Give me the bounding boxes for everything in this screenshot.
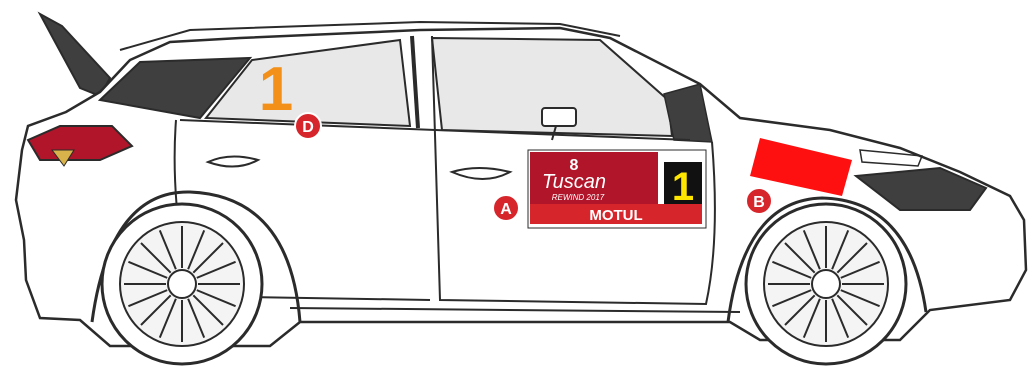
- plate-event-name: Tuscan: [542, 171, 606, 193]
- side-mirror: [542, 108, 576, 126]
- marker-d: D: [295, 113, 321, 139]
- svg-text:D: D: [302, 119, 314, 136]
- plate-competition-number: 1: [672, 165, 694, 209]
- plate-sponsor: MOTUL: [589, 207, 642, 224]
- svg-text:A: A: [500, 201, 512, 218]
- rear-spoiler: [40, 14, 110, 96]
- front-wheel: [746, 204, 906, 364]
- marker-a: A: [493, 195, 519, 221]
- window-number: 1: [259, 55, 293, 124]
- svg-text:B: B: [753, 194, 765, 211]
- marker-b: B: [746, 188, 772, 214]
- rear-wheel: [102, 204, 262, 364]
- rally-door-plate: 8 Tuscan REWIND 2017 MOTUL 1: [528, 150, 706, 228]
- plate-event-subtitle: REWIND 2017: [552, 193, 605, 202]
